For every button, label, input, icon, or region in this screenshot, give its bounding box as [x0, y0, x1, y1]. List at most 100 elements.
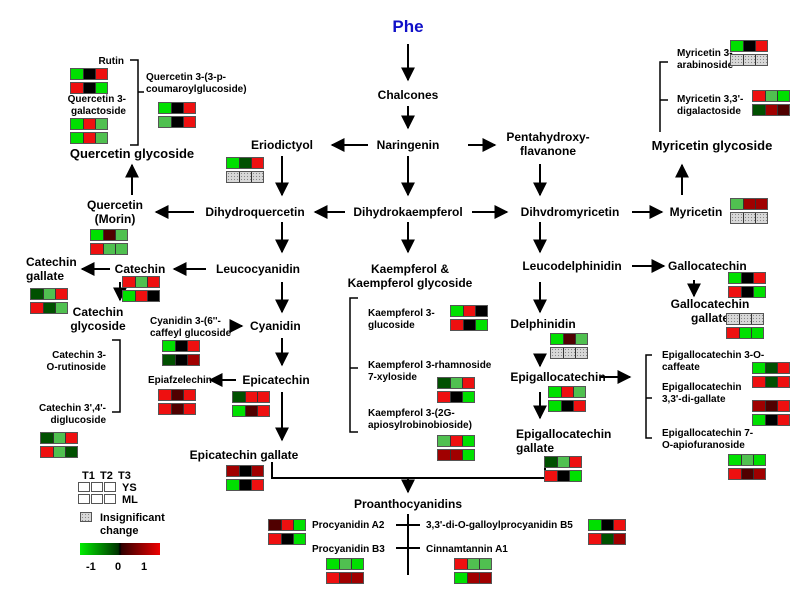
heatmap-eriodictyol — [226, 157, 264, 183]
heatmap-cell-t2 — [563, 334, 575, 344]
node-leucodelphinidin: Leucodelphinidin — [522, 259, 622, 273]
heatmap-cell-t3 — [95, 83, 107, 93]
heatmap-cell-t1 — [727, 314, 739, 324]
heatmap-kaempferol-3-apiosylrobinobioside — [437, 435, 475, 461]
node-phe: Phe — [392, 17, 424, 36]
heatmap-cell-t3 — [183, 103, 195, 113]
legend-scale-max: 1 — [141, 561, 148, 573]
heatmap-cell-t2 — [135, 277, 147, 287]
heatmap-cell-t3 — [95, 133, 107, 143]
heatmap-row-ys — [454, 558, 492, 570]
heatmap-cell-t2 — [171, 117, 183, 127]
heatmap-cell-t2 — [765, 401, 777, 411]
heatmap-cell-t1 — [451, 306, 463, 316]
heatmap-cell-t2 — [741, 455, 753, 465]
heatmap-row-ml — [726, 327, 764, 339]
heatmap-cell-t3 — [183, 390, 195, 400]
node-gallocatechin: Gallocatechin — [668, 259, 747, 273]
heatmap-epigallocatechin-gallate — [544, 456, 582, 482]
heatmap-row-ml — [70, 132, 108, 144]
heatmap-cell-t2 — [53, 433, 65, 443]
heatmap-cell-t2 — [557, 471, 569, 481]
heatmap-cell-t1 — [227, 172, 239, 182]
heatmap-cell-t1 — [159, 390, 171, 400]
heatmap-cell-t3 — [777, 91, 789, 101]
heatmap-row-ml — [437, 391, 475, 403]
heatmap-row-ml — [226, 171, 264, 183]
heatmap-cell-t2 — [53, 447, 65, 457]
heatmap-row-ys — [550, 333, 588, 345]
heatmap-cell-t3 — [251, 158, 263, 168]
heatmap-cell-t3 — [187, 355, 199, 365]
heatmap-cell-t2 — [741, 287, 753, 297]
heatmap-cell-t1 — [551, 334, 563, 344]
heatmap-cell-t2 — [245, 406, 257, 416]
heatmap-cell-t1 — [589, 534, 601, 544]
node-epicatechin: Epicatechin — [242, 373, 310, 387]
heatmap-cell-t3 — [755, 199, 767, 209]
node-catechin-34-diglucoside: Catechin 3',4'- diglucoside — [39, 403, 106, 426]
heatmap-cell-t1 — [233, 406, 245, 416]
node-pentahydroxyflavanone: Pentahydroxy- flavanone — [506, 130, 590, 158]
heatmap-row-ys — [437, 377, 475, 389]
heatmap-cell-t3 — [293, 534, 305, 544]
heatmap-cell-t1 — [91, 244, 103, 254]
heatmap-cell-t3 — [475, 320, 487, 330]
heatmap-epigallocatechin — [548, 386, 586, 412]
node-eriodictyol: Eriodictyol — [250, 138, 314, 152]
heatmap-cell-t3 — [777, 363, 789, 373]
node-catechin-glycoside: Catechin glycoside — [70, 305, 126, 333]
node-epicatechin-gallate: Epicatechin gallate — [189, 448, 299, 462]
node-egc-3-o-caffeate: Epigallocatechin 3-O- caffeate — [662, 350, 765, 373]
heatmap-cell-t2 — [765, 415, 777, 425]
node-cinnamtannin-a1: Cinnamtannin A1 — [426, 544, 508, 555]
heatmap-cell-t1 — [551, 348, 563, 358]
heatmap-egc-7-o-apiofuranoside — [728, 454, 766, 480]
heatmap-cell-t1 — [91, 230, 103, 240]
heatmap-row-ys — [588, 519, 626, 531]
heatmap-row-ml — [728, 286, 766, 298]
heatmap-cell-t2 — [743, 55, 755, 65]
heatmap-row-ys — [70, 118, 108, 130]
heatmap-cell-t1 — [327, 559, 339, 569]
heatmap-catechin — [122, 276, 160, 302]
heatmap-cell-t2 — [239, 158, 251, 168]
heatmap-cell-t3 — [462, 436, 474, 446]
heatmap-cell-t2 — [175, 355, 187, 365]
legend-col-t1: T1 — [82, 470, 95, 482]
heatmap-cell-t2 — [467, 573, 479, 583]
bracket-myricetin-glycoside — [659, 61, 668, 132]
heatmap-row-ys — [158, 102, 196, 114]
heatmap-cell-t2 — [463, 320, 475, 330]
heatmap-cell-t2 — [765, 377, 777, 387]
heatmap-cell-t1 — [227, 480, 239, 490]
heatmap-cell-t2 — [601, 534, 613, 544]
node-kaempferol-3-glucoside: Kaempferol 3- glucoside — [368, 308, 435, 331]
heatmap-cell-t2 — [103, 244, 115, 254]
heatmap-cell-t1 — [159, 117, 171, 127]
heatmap-row-ys — [90, 229, 128, 241]
heatmap-epicatechin — [232, 391, 270, 417]
heatmap-cell-t2 — [743, 199, 755, 209]
heatmap-cell-t1 — [729, 287, 741, 297]
heatmap-cell-t1 — [159, 103, 171, 113]
heatmap-cell-t1 — [753, 363, 765, 373]
node-leucocyanidin: Leucocyanidin — [215, 262, 301, 276]
heatmap-cell-t3 — [95, 69, 107, 79]
heatmap-cell-t1 — [731, 55, 743, 65]
heatmap-cell-t3 — [251, 172, 263, 182]
legend-box — [104, 494, 116, 504]
heatmap-cell-t3 — [753, 469, 765, 479]
heatmap-cell-t1 — [163, 341, 175, 351]
node-myricetin-33-digalactoside: Myricetin 3,3'- digalactoside — [677, 94, 744, 117]
legend-insignificant-swatch — [80, 512, 92, 522]
heatmap-cell-t1 — [731, 213, 743, 223]
heatmap-cell-t1 — [71, 69, 83, 79]
heatmap-row-ml — [437, 449, 475, 461]
heatmap-cell-t2 — [450, 450, 462, 460]
heatmap-cell-t3 — [613, 520, 625, 530]
heatmap-cell-t3 — [613, 534, 625, 544]
heatmap-cyanidin-3-caffeyl-glucoside — [162, 340, 200, 366]
heatmap-cell-t3 — [755, 55, 767, 65]
